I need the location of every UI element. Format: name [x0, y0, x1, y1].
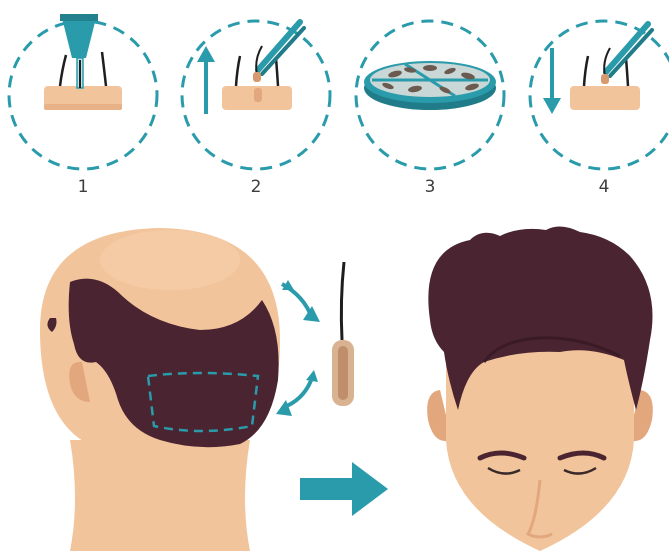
- step-3: 3: [356, 21, 504, 197]
- curved-arrows: [276, 280, 320, 416]
- arrow-up-icon: [197, 46, 215, 114]
- follicle-implant-icon: [543, 24, 652, 114]
- step-3-label: 3: [425, 177, 436, 197]
- arrow-right-icon: [300, 462, 388, 516]
- hair-follicle-icon: [332, 262, 354, 406]
- step-1: 1: [9, 14, 157, 197]
- step-4: 4: [530, 21, 669, 197]
- punch-extraction-icon: [44, 14, 122, 110]
- step-1-label: 1: [78, 177, 89, 197]
- step-2: 2: [182, 21, 330, 197]
- head-back-before: [40, 228, 280, 551]
- arrow-down-icon: [543, 48, 561, 114]
- step-4-label: 4: [599, 177, 610, 197]
- graft-dish-icon: [364, 61, 496, 110]
- head-front-after: [427, 226, 653, 551]
- step-2-label: 2: [251, 177, 262, 197]
